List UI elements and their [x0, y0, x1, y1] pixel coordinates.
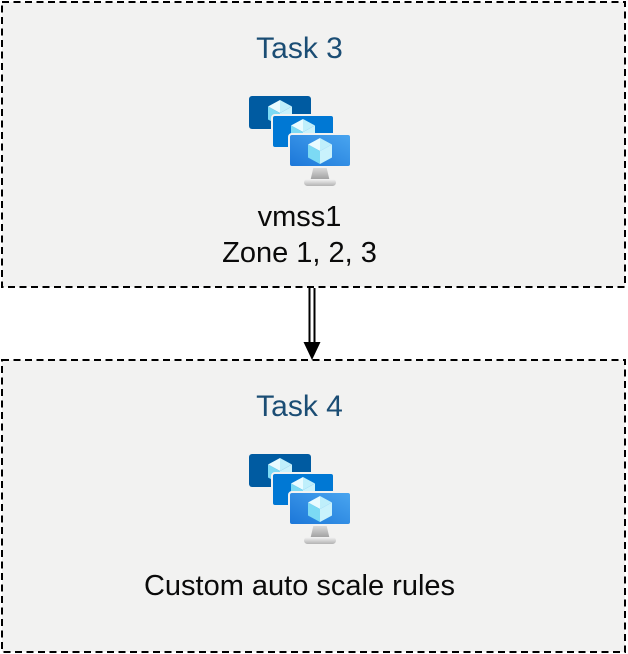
task4-panel: Task 4 Custom auto scale rules — [1, 359, 626, 653]
vm-scale-set-icon — [249, 96, 351, 186]
zones-text: Zone 1, 2, 3 — [222, 237, 377, 269]
task4-label: Custom auto scale rules — [144, 568, 455, 604]
task3-title: Task 3 — [256, 32, 343, 65]
vmss-name-text: vmss1 — [257, 201, 342, 233]
autoscale-rules-text: Custom auto scale rules — [143, 570, 456, 602]
down-arrow-connector — [303, 288, 321, 360]
task3-panel: Task 3 vmss1 Zone 1, 2, 3 — [1, 1, 626, 288]
task3-label: vmss1 Zone 1, 2, 3 — [222, 199, 377, 271]
vm-scale-set-icon — [249, 454, 351, 544]
task4-title: Task 4 — [256, 390, 343, 423]
